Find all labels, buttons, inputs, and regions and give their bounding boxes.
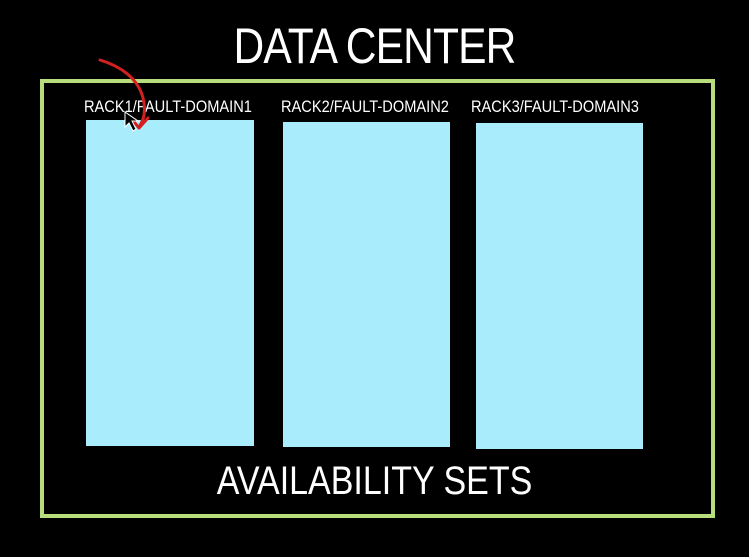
- rack-2-label: RACK2/FAULT-DOMAIN2: [281, 97, 449, 116]
- availability-set-frame: [40, 79, 715, 518]
- rack-3-label: RACK3/FAULT-DOMAIN3: [471, 97, 639, 116]
- availability-sets-label: AVAILABILITY SETS: [216, 459, 533, 503]
- rack-2: [283, 122, 450, 447]
- rack-1-label: RACK1/FAULT-DOMAIN1: [84, 97, 252, 116]
- rack-3: [476, 123, 643, 449]
- page-title: DATA CENTER: [233, 18, 517, 74]
- rack-1: [86, 120, 254, 446]
